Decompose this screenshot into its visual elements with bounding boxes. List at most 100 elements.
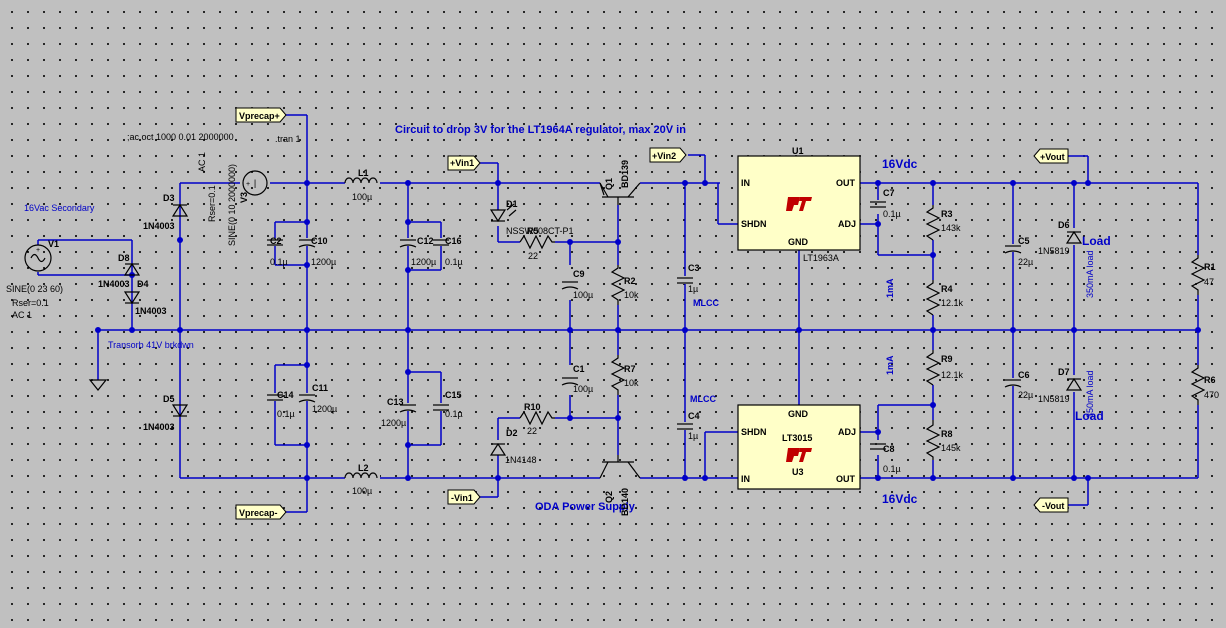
- svg-text:C9: C9: [573, 269, 585, 279]
- svg-text:V1: V1: [48, 239, 59, 249]
- svg-text:0.1µ: 0.1µ: [270, 257, 288, 267]
- diode-d1[interactable]: [489, 203, 517, 223]
- svg-text:0.1µ: 0.1µ: [883, 464, 901, 474]
- net-flags[interactable]: [235, 107, 1069, 520]
- svg-text:MLCC: MLCC: [693, 298, 719, 308]
- diode-d6[interactable]: [1065, 230, 1083, 244]
- svg-text:1N4003: 1N4003: [135, 306, 167, 316]
- svg-text:LT1963A: LT1963A: [803, 253, 839, 263]
- svg-text:145k: 145k: [941, 443, 961, 453]
- svg-text:C10: C10: [311, 236, 328, 246]
- svg-text:1200µ: 1200µ: [311, 257, 336, 267]
- ic-u3[interactable]: [737, 404, 861, 490]
- inductor-l1[interactable]: [344, 176, 380, 186]
- svg-text:100µ: 100µ: [573, 290, 593, 300]
- diode-d5[interactable]: [171, 404, 189, 418]
- svg-text:R3: R3: [941, 209, 953, 219]
- svg-text:0.1µ: 0.1µ: [277, 409, 295, 419]
- svg-text:1N4148: 1N4148: [505, 455, 537, 465]
- svg-text:;ac oct 1000 0.01 2000000: ;ac oct 1000 0.01 2000000: [127, 132, 234, 142]
- svg-text:1mA: 1mA: [885, 355, 895, 375]
- v1-source[interactable]: +: [24, 244, 52, 272]
- svg-text:SHDN: SHDN: [741, 427, 767, 437]
- svg-text:R4: R4: [941, 284, 953, 294]
- svg-text:-Vin1: -Vin1: [451, 493, 473, 503]
- svg-text:|: |: [254, 178, 256, 188]
- diode-d8[interactable]: [123, 262, 141, 276]
- diode-d7[interactable]: [1065, 377, 1083, 391]
- svg-text:D4: D4: [137, 279, 149, 289]
- svg-text:D6: D6: [1058, 220, 1070, 230]
- ground-icon: [88, 379, 108, 391]
- svg-text:1mA: 1mA: [885, 278, 895, 298]
- svg-text:Rser=0.1: Rser=0.1: [12, 298, 49, 308]
- ic-u1[interactable]: [737, 155, 861, 251]
- svg-text:100µ: 100µ: [352, 486, 372, 496]
- svg-text:OUT: OUT: [836, 474, 856, 484]
- svg-text:47: 47: [1204, 277, 1214, 287]
- svg-text:R1: R1: [1204, 262, 1216, 272]
- svg-text:1µ: 1µ: [688, 284, 698, 294]
- inductor-l2[interactable]: [344, 472, 380, 482]
- svg-text:AC 1: AC 1: [197, 152, 207, 172]
- svg-text:22: 22: [528, 251, 538, 261]
- svg-text:AC 1: AC 1: [12, 310, 32, 320]
- labels: Circuit to drop 3V for the LT1964A regul…: [6, 111, 1219, 518]
- svg-text:D8: D8: [118, 253, 130, 263]
- svg-text:SINE(0 23 60): SINE(0 23 60): [6, 284, 63, 294]
- svg-text:C6: C6: [1018, 370, 1030, 380]
- svg-text:Q1: Q1: [604, 178, 614, 190]
- svg-text:C2: C2: [270, 236, 282, 246]
- svg-text:C16: C16: [445, 236, 462, 246]
- svg-text:+: +: [36, 247, 40, 254]
- svg-text:L1: L1: [358, 168, 369, 178]
- capacitors[interactable]: [267, 201, 1022, 450]
- svg-text:350mA load: 350mA load: [1085, 250, 1095, 298]
- svg-text:MLCC: MLCC: [690, 394, 716, 404]
- svg-text:Q2: Q2: [604, 491, 614, 503]
- svg-text:C13: C13: [387, 397, 404, 407]
- svg-text:C8: C8: [883, 444, 895, 454]
- diode-d2[interactable]: [489, 442, 507, 456]
- svg-text:R6: R6: [1204, 375, 1216, 385]
- svg-text:1N4003: 1N4003: [98, 279, 130, 289]
- svg-text:10k: 10k: [624, 378, 639, 388]
- svg-text:+Vout: +Vout: [1040, 152, 1065, 162]
- svg-text:100µ: 100µ: [352, 192, 372, 202]
- resistors[interactable]: [519, 205, 1206, 460]
- svg-text:0.1µ: 0.1µ: [445, 257, 463, 267]
- svg-text:SINE(0 10 2000000): SINE(0 10 2000000): [227, 164, 237, 246]
- svg-text:R9: R9: [941, 354, 953, 364]
- v3-source[interactable]: | +: [242, 170, 268, 196]
- svg-text:GND: GND: [788, 237, 809, 247]
- svg-text:12.1k: 12.1k: [941, 298, 964, 308]
- svg-text:1200µ: 1200µ: [411, 257, 436, 267]
- svg-text:R7: R7: [624, 364, 636, 374]
- svg-text:1N4003: 1N4003: [143, 422, 175, 432]
- svg-text:Load: Load: [1082, 234, 1111, 248]
- svg-text:0.1µ: 0.1µ: [883, 209, 901, 219]
- svg-text:16Vdc: 16Vdc: [882, 492, 918, 506]
- diode-d3[interactable]: [171, 203, 189, 217]
- svg-text:Load: Load: [1075, 409, 1104, 423]
- svg-text:Vprecap-: Vprecap-: [239, 508, 278, 518]
- svg-text:1N4003: 1N4003: [143, 221, 175, 231]
- svg-text:16Vdc: 16Vdc: [882, 157, 918, 171]
- svg-text:V3: V3: [239, 192, 249, 203]
- svg-text:IN: IN: [741, 178, 750, 188]
- svg-text:R10: R10: [524, 402, 541, 412]
- svg-text:22: 22: [527, 426, 537, 436]
- svg-text:0.1µ: 0.1µ: [445, 409, 463, 419]
- diode-d4[interactable]: [123, 291, 141, 305]
- svg-text:12.1k: 12.1k: [941, 370, 964, 380]
- svg-text:Rser=0.1: Rser=0.1: [207, 185, 217, 222]
- transistor-q1[interactable]: [599, 182, 641, 205]
- svg-text:1µ: 1µ: [688, 431, 698, 441]
- svg-text:16Vac Secondary: 16Vac Secondary: [24, 203, 95, 213]
- transistor-q2[interactable]: [599, 455, 641, 479]
- svg-text:1200µ: 1200µ: [381, 418, 406, 428]
- svg-text:C7: C7: [883, 188, 895, 198]
- svg-text:1N5819: 1N5819: [1038, 394, 1070, 404]
